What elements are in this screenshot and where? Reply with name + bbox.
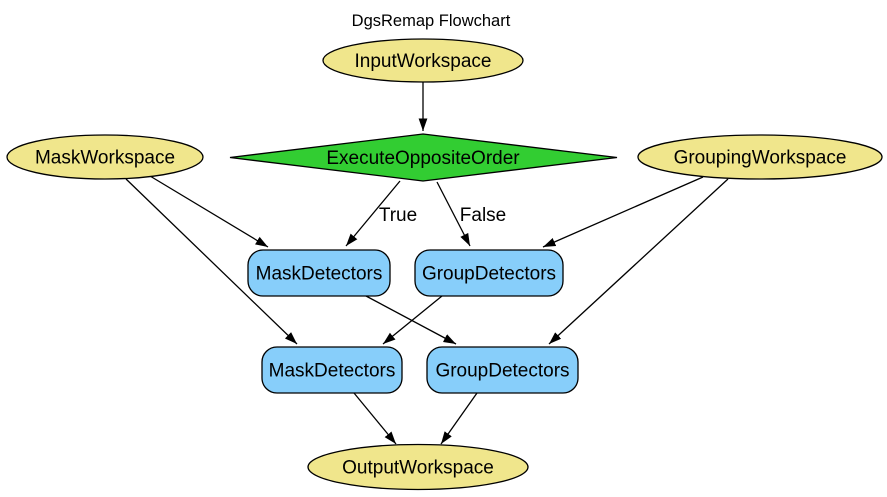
node-mask-workspace: MaskWorkspace bbox=[6, 134, 204, 180]
mask-detectors-lower-label: MaskDetectors bbox=[269, 361, 396, 382]
node-execute-opposite-order: ExecuteOppositeOrder bbox=[229, 133, 618, 182]
execute-opposite-order-diamond bbox=[229, 133, 618, 182]
edge-groupingworkspace-to-groupdetectors-lower bbox=[548, 178, 729, 345]
grouping-workspace-ellipse bbox=[637, 134, 883, 180]
edge-maskdetectors-upper-to-groupdetectors-lower bbox=[365, 295, 457, 345]
edge-group bbox=[125, 82, 729, 445]
edge-executeoppositeorder-true-to-maskdetectors-upper bbox=[345, 180, 401, 247]
edge-groupingworkspace-to-groupdetectors-upper bbox=[542, 176, 704, 248]
input-workspace-label: InputWorkspace bbox=[355, 51, 492, 72]
edge-maskdetectors-lower-to-outputworkspace bbox=[353, 392, 397, 445]
edge-groupdetectors-lower-to-outputworkspace bbox=[440, 392, 478, 445]
node-input-workspace: InputWorkspace bbox=[322, 38, 524, 83]
output-workspace-ellipse bbox=[307, 443, 529, 491]
edge-groupdetectors-upper-to-maskdetectors-lower bbox=[382, 295, 443, 345]
mask-workspace-ellipse bbox=[6, 134, 204, 180]
edge-executeoppositeorder-false-to-groupdetectors-upper bbox=[436, 181, 471, 247]
group-detectors-lower-label: GroupDetectors bbox=[435, 361, 569, 382]
mask-detectors-upper-rect bbox=[247, 249, 391, 297]
node-grouping-workspace: GroupingWorkspace bbox=[637, 134, 883, 180]
output-workspace-label: OutputWorkspace bbox=[342, 458, 494, 479]
group-detectors-upper-rect bbox=[414, 249, 564, 297]
node-mask-detectors-lower: MaskDetectors bbox=[261, 346, 403, 394]
node-group-detectors-lower: GroupDetectors bbox=[426, 346, 579, 394]
node-output-workspace: OutputWorkspace bbox=[307, 443, 529, 491]
grouping-workspace-label: GroupingWorkspace bbox=[674, 148, 847, 169]
edge-label-true: True bbox=[379, 205, 417, 226]
group-detectors-upper-label: GroupDetectors bbox=[422, 264, 556, 285]
node-group-detectors-upper: GroupDetectors bbox=[414, 249, 564, 297]
group-detectors-lower-rect bbox=[426, 346, 579, 394]
edge-label-false: False bbox=[460, 205, 506, 226]
node-mask-detectors-upper: MaskDetectors bbox=[247, 249, 391, 297]
mask-workspace-label: MaskWorkspace bbox=[35, 148, 175, 169]
edge-maskworkspace-to-maskdetectors-upper bbox=[149, 175, 269, 248]
input-workspace-ellipse bbox=[322, 38, 524, 83]
mask-detectors-lower-rect bbox=[261, 346, 403, 394]
mask-detectors-upper-label: MaskDetectors bbox=[256, 264, 383, 285]
diagram-title: DgsRemap Flowchart bbox=[352, 12, 511, 30]
execute-opposite-order-label: ExecuteOppositeOrder bbox=[326, 148, 520, 169]
edge-maskworkspace-to-maskdetectors-lower bbox=[125, 178, 298, 345]
